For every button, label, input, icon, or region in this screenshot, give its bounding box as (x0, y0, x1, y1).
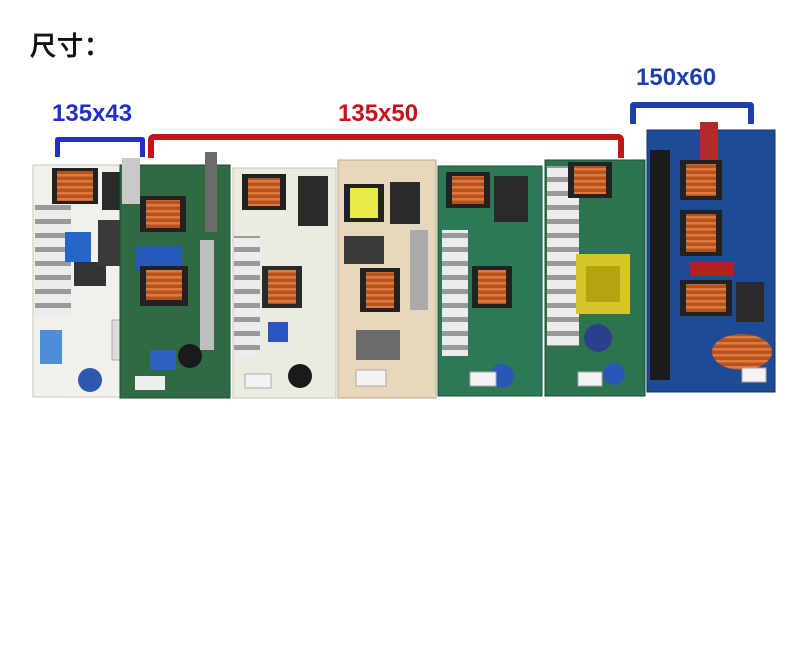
dimension-label-large: 150x60 (636, 64, 717, 91)
board-5-green (437, 165, 543, 397)
board-7-blue (646, 122, 776, 393)
bracket-small (55, 137, 145, 157)
dimension-label-small: 135x43 (52, 100, 133, 127)
board-3-white (232, 167, 337, 399)
board-2-green (119, 152, 231, 399)
bracket-medium (148, 134, 624, 158)
board-4-tan (337, 159, 437, 399)
board-6-green (544, 159, 646, 397)
bracket-large (630, 102, 754, 124)
dimension-label-medium: 135x50 (338, 100, 419, 127)
page-title: 尺寸： (30, 31, 112, 61)
